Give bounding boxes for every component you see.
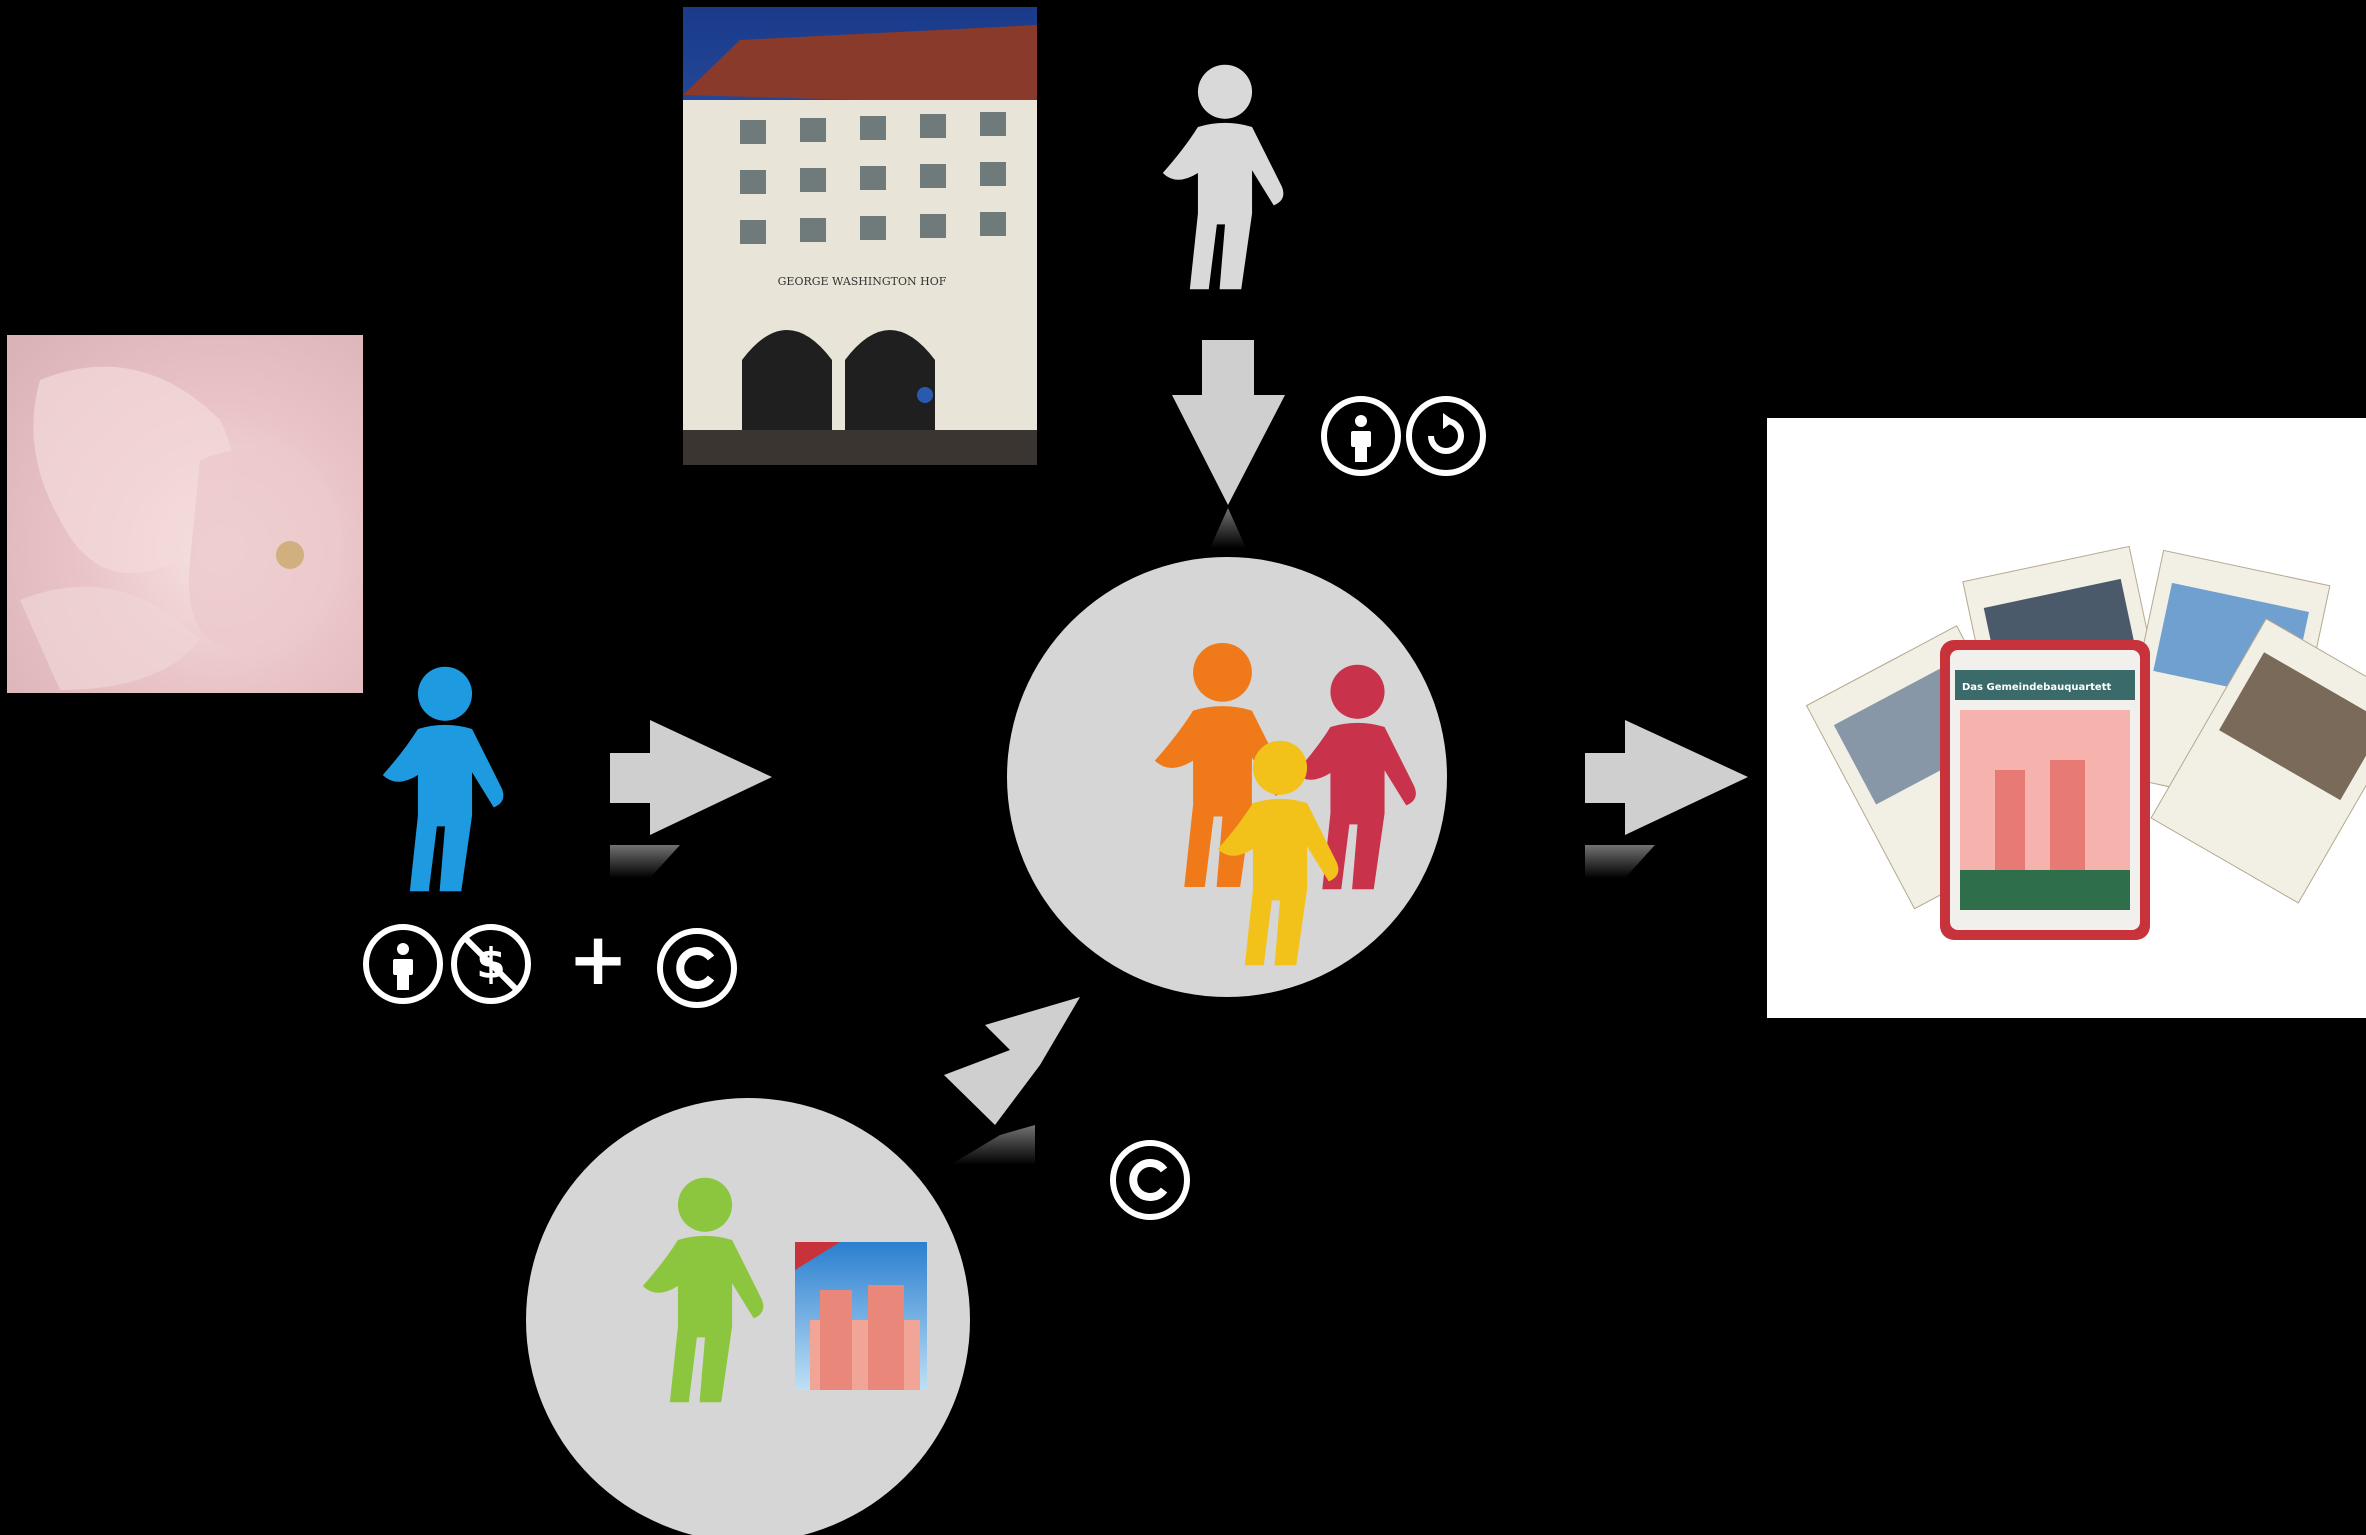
arrow-top-down — [1172, 340, 1285, 548]
person-left-icon — [382, 666, 504, 892]
cc-by-icon — [1321, 396, 1401, 476]
cards-box-title: Das Gemeindebauquartett — [1962, 682, 2111, 693]
person-top-icon — [1162, 64, 1284, 290]
contributor-circle — [526, 1098, 970, 1535]
cc-by-icon — [363, 924, 443, 1004]
svg-text:$: $ — [476, 939, 505, 988]
copyright-icon — [657, 928, 737, 1008]
copyright-icon — [1110, 1140, 1190, 1220]
cc-sa-icon — [1406, 396, 1486, 476]
arrow-bottom-diagonal — [944, 997, 1080, 1165]
plus-sign: + — [567, 917, 629, 1001]
flower-photo — [7, 335, 363, 693]
cc-nc-icon: $ — [451, 924, 531, 1004]
building-sign: GEORGE WASHINGTON HOF — [778, 275, 947, 288]
cards-photo: Das Gemeindebauquartett — [1767, 418, 2366, 1018]
building-photo: GEORGE WASHINGTON HOF — [683, 7, 1037, 465]
poster-thumbnail — [795, 1242, 927, 1390]
arrow-left-right — [610, 720, 772, 878]
arrow-center-right — [1585, 720, 1748, 878]
